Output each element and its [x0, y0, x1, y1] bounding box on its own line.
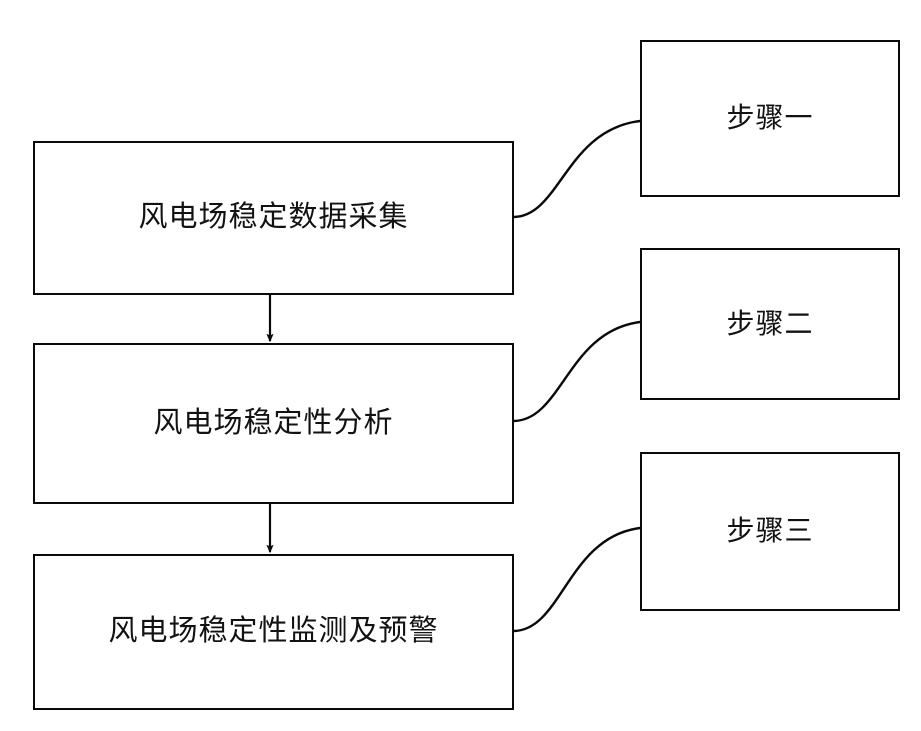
leader-line-process-3-to-step-3 [512, 526, 642, 633]
process-box-label: 风电场稳定性监测及预警 [108, 615, 439, 648]
step-box-label: 步骤三 [726, 515, 814, 547]
process-box-label: 风电场稳定数据采集 [138, 201, 409, 234]
process-box-stability-analysis[interactable]: 风电场稳定性分析 [33, 343, 514, 504]
step-box-one[interactable]: 步骤一 [640, 40, 900, 197]
leader-line-process-1-to-step-1 [512, 119, 642, 219]
process-box-label: 风电场稳定性分析 [153, 406, 394, 439]
step-box-two[interactable]: 步骤二 [640, 248, 900, 400]
step-box-label: 步骤二 [726, 307, 814, 339]
step-box-label: 步骤一 [726, 102, 814, 134]
process-box-monitoring-and-warning[interactable]: 风电场稳定性监测及预警 [33, 554, 514, 710]
process-box-data-collection[interactable]: 风电场稳定数据采集 [33, 141, 514, 295]
step-box-three[interactable]: 步骤三 [640, 452, 900, 611]
leader-line-process-2-to-step-2 [512, 320, 642, 423]
